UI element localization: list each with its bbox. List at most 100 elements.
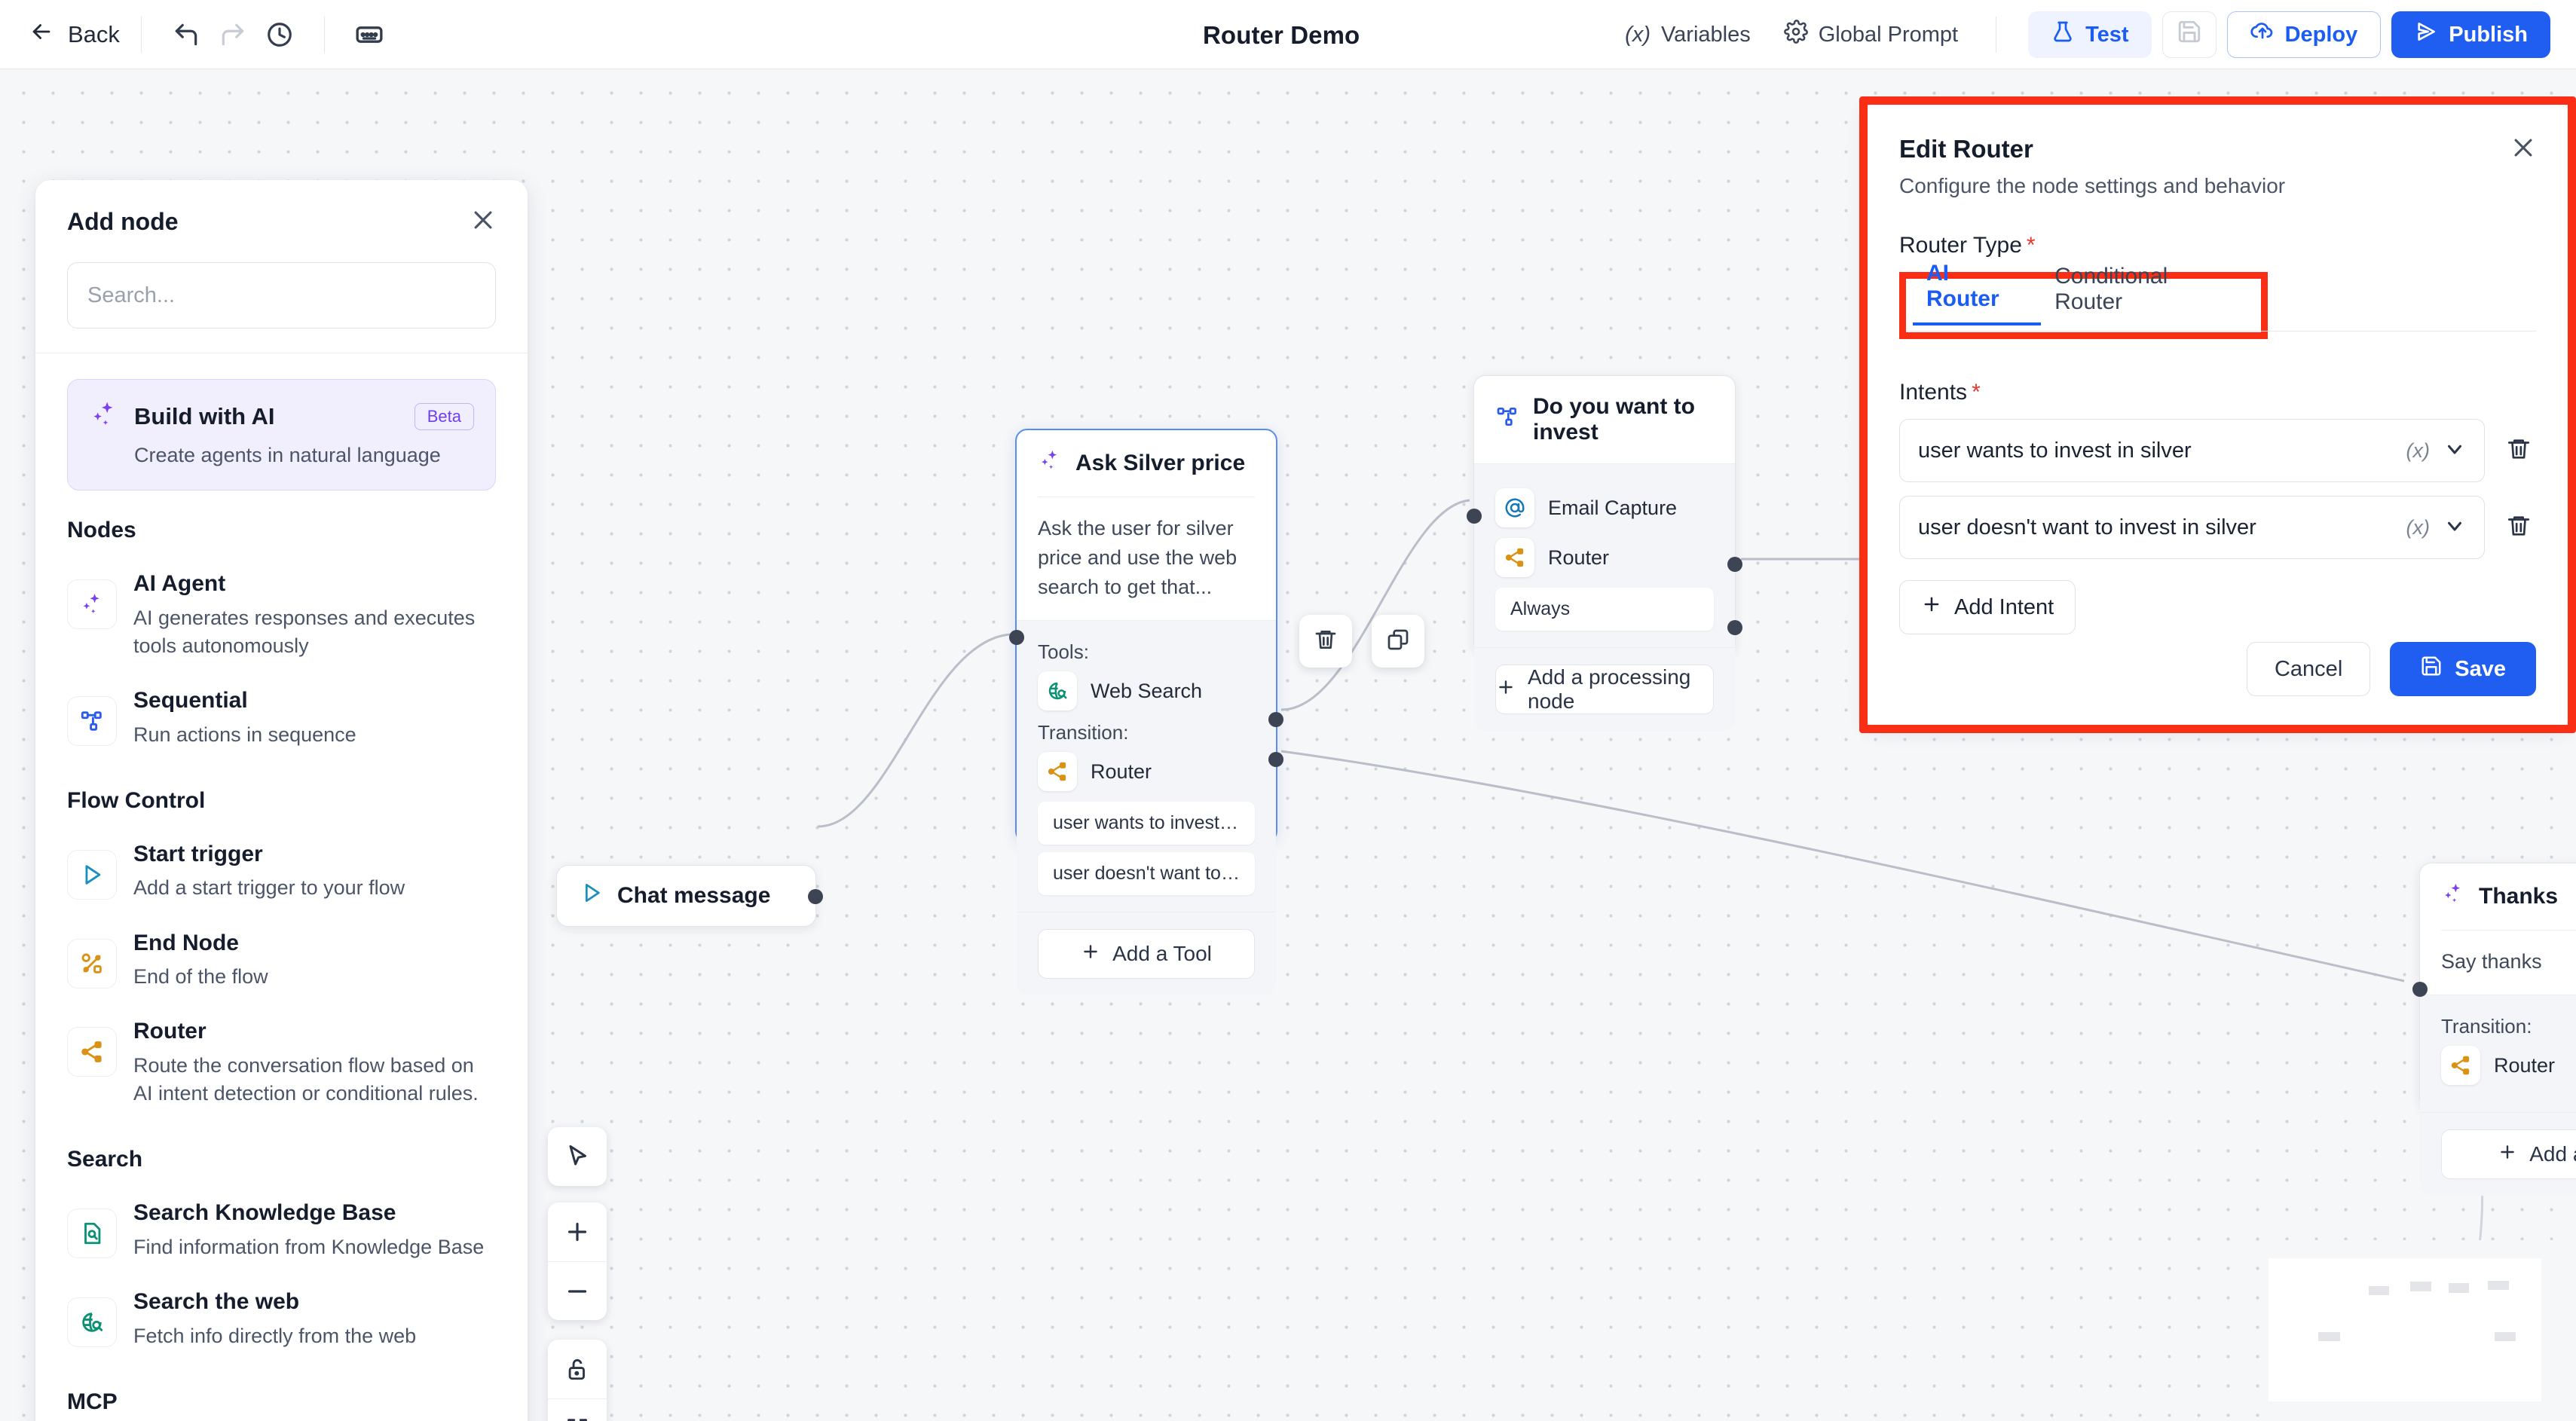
node-item-search-the-web[interactable]: Search the web Fetch info directly from …: [67, 1273, 496, 1362]
output-port-always[interactable]: [1727, 557, 1742, 572]
condition-chip[interactable]: Always: [1495, 588, 1714, 631]
flow-node-ask-silver-price[interactable]: Ask Silver price Ask the user for silver…: [1009, 429, 1283, 996]
item-router[interactable]: Router: [1495, 538, 1714, 577]
publish-button[interactable]: Publish: [2391, 11, 2550, 58]
tool-web-search[interactable]: Web Search: [1038, 671, 1255, 711]
copy-icon: [1386, 628, 1410, 655]
undo-icon[interactable]: [163, 11, 210, 58]
send-icon: [2414, 20, 2438, 50]
deploy-button[interactable]: Deploy: [2226, 11, 2382, 58]
add-node-panel: Add node Build with AI Beta: [35, 180, 528, 1421]
node-item-desc: Route the conversation flow based on AI …: [133, 1053, 479, 1105]
history-clock-icon[interactable]: [256, 11, 303, 58]
back-button[interactable]: Back: [29, 19, 120, 50]
delete-edge-button[interactable]: [1299, 615, 1352, 668]
redo-icon[interactable]: [210, 11, 256, 58]
cancel-button[interactable]: Cancel: [2246, 642, 2371, 696]
minus-icon[interactable]: [548, 1261, 607, 1320]
search-input[interactable]: [67, 262, 496, 329]
delete-intent-1-button[interactable]: [2501, 432, 2536, 470]
plus-icon: [1921, 594, 1942, 621]
input-port[interactable]: [2412, 982, 2428, 997]
intent-chip[interactable]: user wants to invest in silver: [1038, 802, 1255, 845]
save-draft-button[interactable]: [2161, 11, 2217, 58]
variables-button[interactable]: (x) Variables: [1608, 23, 1767, 47]
output-port-intent-1[interactable]: [1268, 712, 1283, 727]
node-item-end-node[interactable]: End Node End of the flow: [67, 915, 496, 1004]
router-share-icon: [67, 1027, 117, 1077]
global-prompt-button[interactable]: Global Prompt: [1767, 20, 1975, 50]
save-button[interactable]: Save: [2390, 642, 2536, 696]
transition-router[interactable]: Router: [2441, 1046, 2576, 1086]
transition-name: Router: [2494, 1053, 2556, 1077]
close-icon[interactable]: [470, 207, 496, 237]
transition-name: Router: [1091, 759, 1152, 783]
cursor-pointer-icon[interactable]: [548, 1127, 607, 1186]
output-port-processing[interactable]: [1727, 620, 1742, 635]
plus-icon[interactable]: [548, 1203, 607, 1261]
canvas-control-zoom: [548, 1203, 607, 1320]
canvas-control-select: [548, 1127, 607, 1186]
cloud-upload-icon: [2250, 20, 2275, 50]
flow-node-thanks[interactable]: Thanks Say thanks Transition: Router: [2412, 863, 2576, 1196]
output-port[interactable]: [808, 889, 823, 904]
add-tool-button[interactable]: Add a T: [2441, 1129, 2576, 1180]
flow-node-chat-message[interactable]: Chat message: [556, 865, 823, 927]
copy-edge-button[interactable]: [1372, 615, 1424, 668]
minimap-node: [2410, 1282, 2431, 1291]
intent-chip[interactable]: user doesn't want to invest in sil...: [1038, 852, 1255, 896]
intent-select-1[interactable]: user wants to invest in silver (x): [1899, 419, 2485, 482]
flow-node-body: Email Capture Router Always: [1474, 463, 1735, 647]
add-node-header: Add node: [35, 180, 528, 353]
chevron-down-icon[interactable]: [2443, 438, 2466, 464]
minimap-viewport[interactable]: [2269, 1258, 2541, 1401]
add-processing-node-button[interactable]: Add a processing node: [1495, 665, 1714, 714]
test-button[interactable]: Test: [2028, 11, 2152, 58]
unlock-icon[interactable]: [548, 1340, 607, 1398]
sparkles-icon: [2441, 882, 2465, 912]
intent-select-2[interactable]: user doesn't want to invest in silver (x…: [1899, 496, 2485, 559]
router-type-label: Router Type*: [1899, 233, 2036, 258]
close-icon[interactable]: [2510, 135, 2536, 164]
add-intent-label: Add Intent: [1954, 594, 2054, 619]
intents-label: Intents*: [1899, 380, 1981, 405]
flow-node-description: Say thanks: [2441, 950, 2542, 973]
node-item-desc: Add a start trigger to your flow: [133, 876, 405, 900]
plus-icon: [1081, 942, 1100, 967]
canvas-control-lock-fit: [548, 1340, 607, 1421]
input-port[interactable]: [1467, 509, 1482, 524]
flow-node-title: Chat message: [617, 883, 771, 908]
keyboard-icon[interactable]: [346, 11, 393, 58]
add-intent-button[interactable]: Add Intent: [1899, 580, 2076, 634]
variable-x-icon[interactable]: (x): [2406, 439, 2430, 462]
node-item-router[interactable]: Router Route the conversation flow based…: [67, 1003, 496, 1120]
minimap[interactable]: [2259, 1240, 2576, 1421]
router-share-icon: [2441, 1046, 2480, 1086]
tab-ai-router[interactable]: AI Router: [1913, 261, 2042, 325]
tab-conditional-router[interactable]: Conditional Router: [2054, 264, 2168, 314]
divider: [2441, 930, 2576, 931]
node-item-start-trigger[interactable]: Start trigger Add a start trigger to you…: [67, 826, 496, 915]
required-asterisk: *: [1972, 380, 1981, 405]
node-item-search-knowledge-base[interactable]: Search Knowledge Base Find information f…: [67, 1184, 496, 1273]
item-email-capture[interactable]: Email Capture: [1495, 488, 1714, 527]
flow-node-do-you-want-to-invest[interactable]: Do you want to invest Email Capture Rout…: [1467, 375, 1742, 731]
play-triangle-icon: [580, 881, 604, 911]
add-tool-button[interactable]: Add a Tool: [1038, 929, 1255, 979]
chevron-down-icon[interactable]: [2443, 515, 2466, 541]
plus-icon: [1496, 677, 1516, 702]
variables-label: Variables: [1660, 22, 1751, 47]
build-with-ai-card[interactable]: Build with AI Beta Create agents in natu…: [67, 379, 496, 490]
delete-intent-2-button[interactable]: [2501, 509, 2536, 547]
node-item-ai-agent[interactable]: AI Agent AI generates responses and exec…: [67, 555, 496, 672]
input-port[interactable]: [1009, 630, 1024, 645]
flask-icon: [2051, 20, 2075, 50]
node-item-sequential[interactable]: Sequential Run actions in sequence: [67, 672, 496, 761]
deploy-label: Deploy: [2284, 22, 2358, 47]
output-port-intent-2[interactable]: [1268, 752, 1283, 767]
variable-x-icon[interactable]: (x): [2406, 515, 2430, 539]
transition-router[interactable]: Router: [1038, 752, 1255, 792]
fit-view-icon[interactable]: [548, 1398, 607, 1421]
node-item-label: Search Knowledge Base: [133, 1200, 396, 1226]
node-item-label: Start trigger: [133, 841, 263, 866]
